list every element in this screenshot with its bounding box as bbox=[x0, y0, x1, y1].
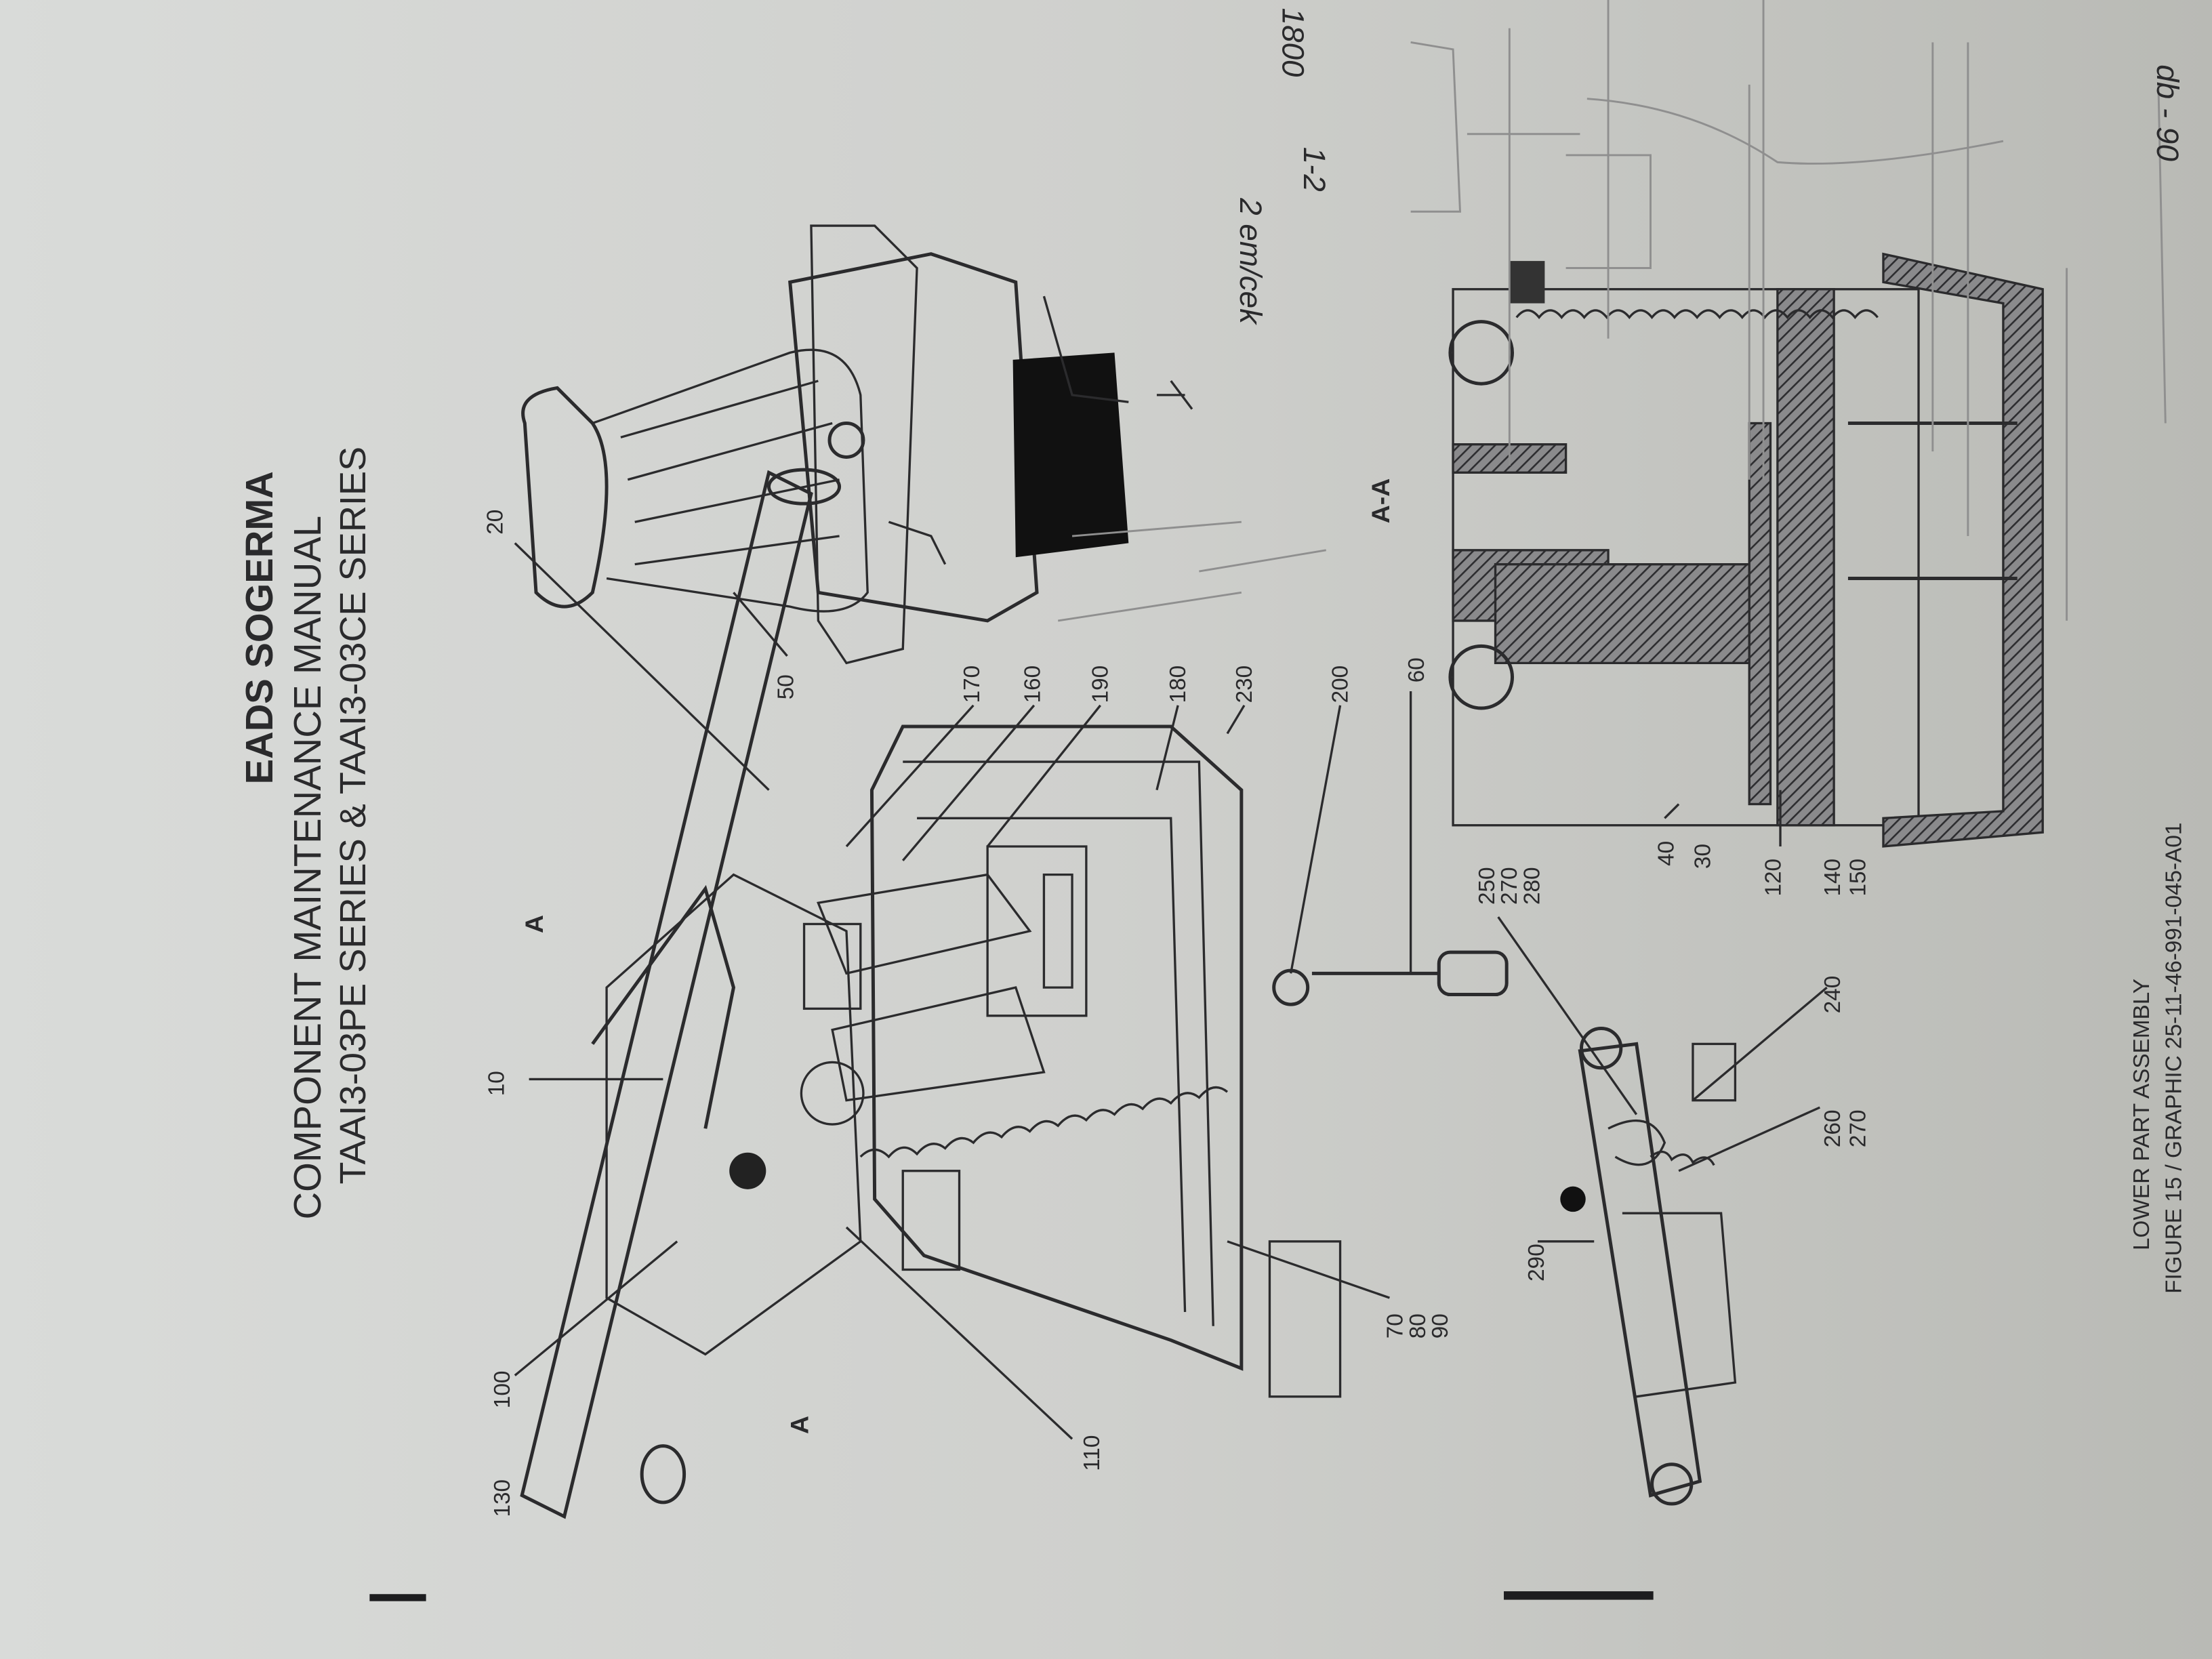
handwriting-note-4: db - 90 bbox=[2150, 64, 2185, 161]
callout-190: 190 bbox=[1088, 665, 1113, 703]
callout-200: 200 bbox=[1328, 665, 1353, 703]
change-bar-long bbox=[1504, 1591, 1654, 1600]
company-name: EADS SOGERMA bbox=[238, 471, 281, 784]
callout-60: 60 bbox=[1404, 657, 1429, 682]
callout-70: 70 bbox=[1383, 1313, 1408, 1338]
callout-280: 280 bbox=[1520, 867, 1545, 905]
lower-detail-drawing bbox=[1560, 1027, 1737, 1506]
callout-10: 10 bbox=[485, 1071, 510, 1096]
callout-50: 50 bbox=[773, 674, 798, 699]
callout-80: 80 bbox=[1406, 1313, 1431, 1338]
handwriting-note-1: 2 em/cek bbox=[1233, 197, 1268, 325]
callout-250: 250 bbox=[1475, 867, 1500, 905]
caption-reference: FIGURE 15 / GRAPHIC 25-11-46-991-045-A01 bbox=[2162, 823, 2187, 1294]
callout-40: 40 bbox=[1654, 841, 1679, 866]
callout-120: 120 bbox=[1761, 859, 1786, 897]
callout-30: 30 bbox=[1690, 844, 1715, 869]
seat-cushion-black bbox=[1012, 352, 1129, 558]
callout-160: 160 bbox=[1021, 665, 1046, 703]
section-a-a-drawing: A-A bbox=[1366, 252, 2044, 848]
pencil-annotations: 2 em/cek 1-2 1800 db - 90 bbox=[1058, 0, 2185, 622]
callout-100: 100 bbox=[490, 1371, 515, 1409]
section-arrow-top: A bbox=[520, 915, 548, 933]
section-label: A-A bbox=[1366, 478, 1395, 524]
handwriting-note-2: 1-2 bbox=[1297, 147, 1332, 192]
section-arrow-bottom: A bbox=[785, 1416, 813, 1434]
callout-240: 240 bbox=[1820, 976, 1845, 1014]
callout-leaders bbox=[514, 542, 1828, 1440]
callout-140: 140 bbox=[1820, 859, 1845, 897]
callout-130: 130 bbox=[490, 1479, 515, 1517]
seat-illustration bbox=[521, 224, 1193, 665]
callout-270: 270 bbox=[1497, 867, 1522, 905]
callout-270b: 270 bbox=[1845, 1110, 1870, 1148]
callout-numbers: 10 20 50 100 130 110 170 160 190 180 230… bbox=[483, 510, 1871, 1517]
callout-170: 170 bbox=[960, 665, 985, 703]
document-header: EADS SOGERMA COMPONENT MAINTENANCE MANUA… bbox=[238, 447, 373, 1220]
callout-180: 180 bbox=[1166, 665, 1191, 703]
coil-spring bbox=[859, 1086, 1229, 1159]
callout-110: 110 bbox=[1080, 1435, 1105, 1471]
caption-title: LOWER PART ASSEMBLY bbox=[2129, 979, 2154, 1250]
callout-20: 20 bbox=[483, 510, 508, 535]
callout-150: 150 bbox=[1845, 859, 1870, 897]
handwriting-note-3: 1800 bbox=[1276, 8, 1311, 77]
callout-260: 260 bbox=[1820, 1110, 1845, 1148]
series-title: TAAI3-03PE SERIES & TAAI3-03CE SERIES bbox=[333, 447, 373, 1185]
callout-90: 90 bbox=[1428, 1313, 1453, 1338]
figure-caption: LOWER PART ASSEMBLY FIGURE 15 / GRAPHIC … bbox=[2129, 823, 2187, 1294]
callout-230: 230 bbox=[1232, 665, 1257, 703]
manual-title: COMPONENT MAINTENANCE MANUAL bbox=[286, 516, 329, 1220]
callout-290: 290 bbox=[1524, 1244, 1549, 1282]
change-bar-short bbox=[369, 1594, 426, 1601]
